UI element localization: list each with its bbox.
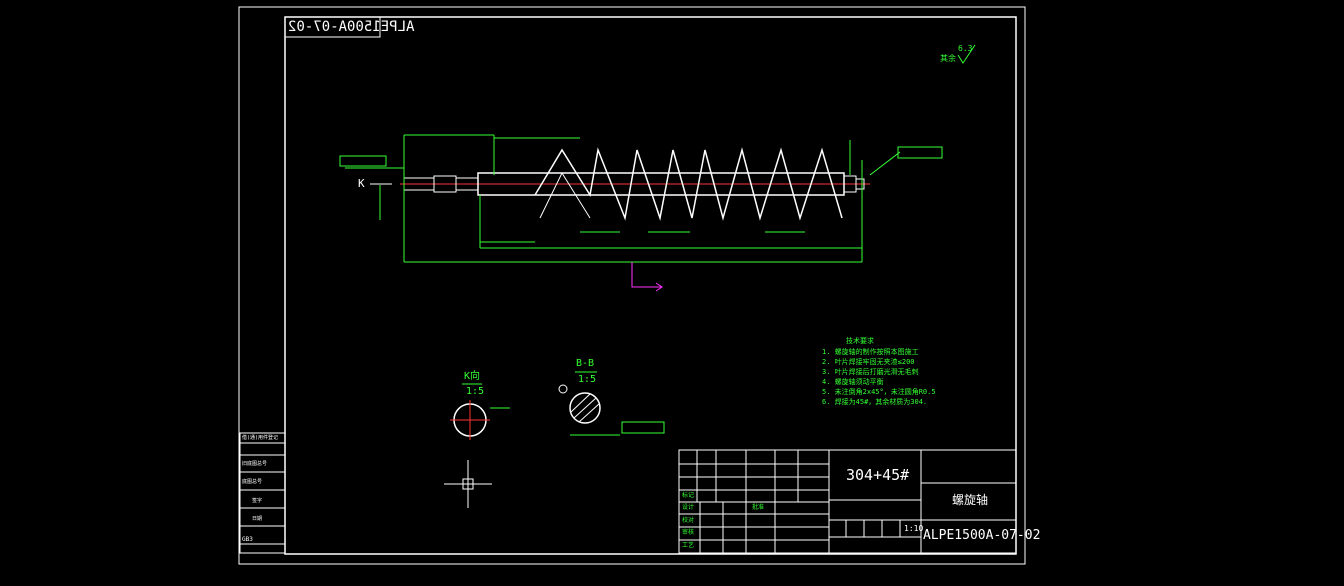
note-item: 3. 叶片焊接后打磨光滑无毛刺 [822,368,919,376]
surface-finish-value: 6.3 [958,44,973,53]
binding-label: 日期 [252,516,263,522]
surface-finish-label: 其余 [940,54,956,63]
cad-crosshair [444,460,492,508]
k-view-label: K向 [464,371,481,382]
bb-section-label: B-B [576,358,595,369]
binding-column [239,432,286,554]
binding-label: 签字 [252,498,263,504]
note-item: 6. 焊接为45#，其余材质为304. [822,398,928,406]
k-arrow-label: K [358,177,365,190]
technical-notes: 技术要求 1. 螺旋轴的制作按照本图施工 2. 叶片焊接牢固无夹渣≤200 3.… [822,338,936,406]
title-block [678,449,1017,554]
title-row-label: 审核 [682,529,695,536]
part-number-box-mirrored [284,16,381,38]
note-item: 5. 未注倒角2x45°，未注圆角R0.5 [822,388,936,396]
note-item: 2. 叶片焊接牢固无夹渣≤200 [822,358,915,366]
scale: 1:10 [904,524,924,533]
binding-label: 借(通)用件登记 [242,435,279,441]
title-row-label: 设计 [682,504,695,511]
k-view-detail [450,383,510,440]
title-row-label: 批准 [752,504,765,511]
binding-label: 底图总号 [242,479,263,485]
part-number-mirrored: ALPE1500A-07-02 [288,19,415,35]
title-row-label: 标记 [682,492,695,499]
note-item: 4. 螺旋轴须动平衡 [822,378,884,386]
part-number: ALPE1500A-07-02 [923,528,1041,543]
notes-title: 技术要求 [846,337,874,345]
k-view-scale: 1:5 [466,386,485,397]
binding-label: 旧底图总号 [242,461,268,467]
inner-frame [284,16,1017,555]
outer-frame [238,6,1026,565]
material: 304+45# [846,466,910,484]
binding-label: GB3 [242,536,253,543]
bb-section-detail [558,371,665,436]
surface-finish-symbol [957,44,976,64]
part-name: 螺旋轴 [952,493,989,507]
bb-section-scale: 1:5 [578,374,597,385]
shaft-main-view [339,134,943,292]
note-item: 1. 螺旋轴的制作按照本图施工 [822,348,919,356]
title-row-label: 校对 [682,517,695,524]
title-row-label: 工艺 [682,542,695,549]
